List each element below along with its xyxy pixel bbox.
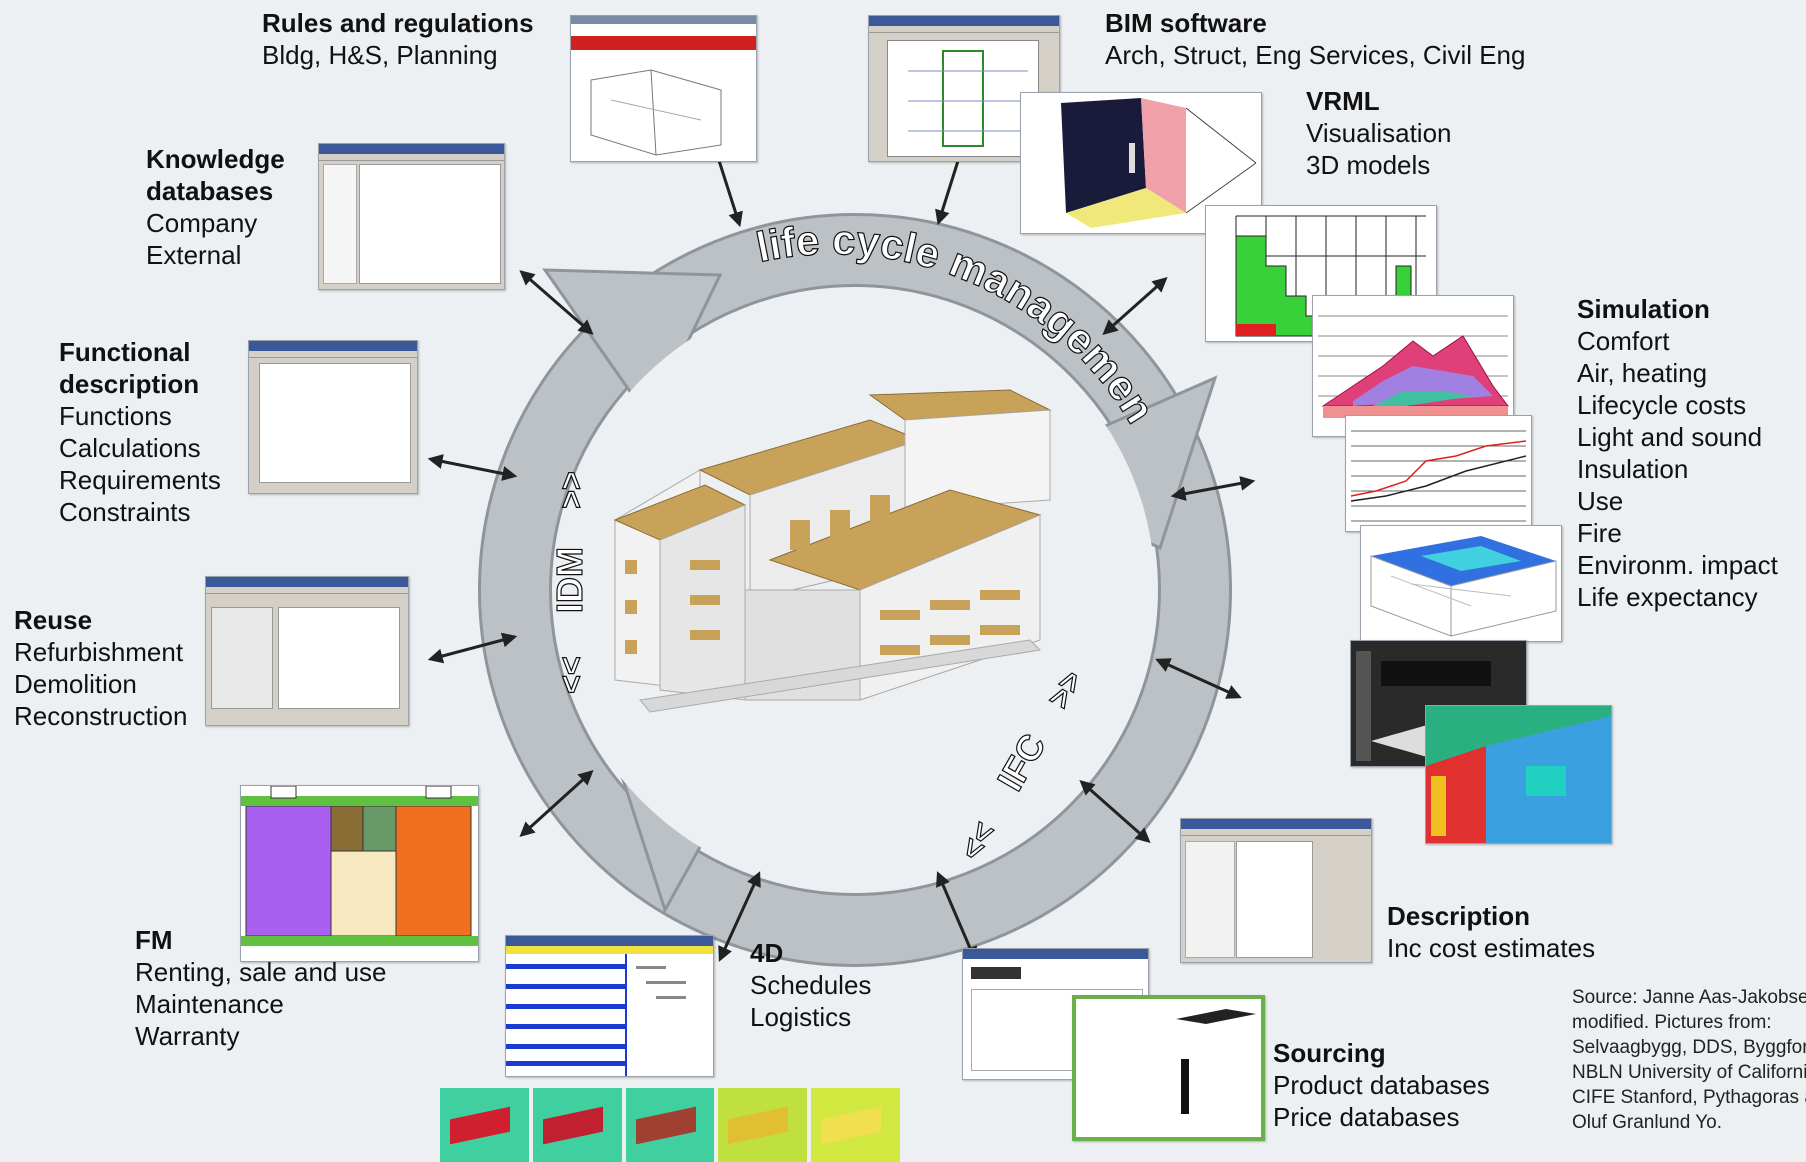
simulation-line-1: Comfort <box>1577 326 1670 356</box>
knowledge-database-screenshot <box>318 143 505 290</box>
functional-label: Functional description Functions Calcula… <box>59 336 221 528</box>
description-label: Description Inc cost estimates <box>1387 900 1595 964</box>
functional-line-2: Calculations <box>59 433 201 463</box>
reuse-line-2: Demolition <box>14 669 137 699</box>
connector-fm <box>519 769 594 838</box>
sourcing-line-1: Product databases <box>1273 1070 1490 1100</box>
simulation-area-chart <box>1312 295 1514 437</box>
connector-description <box>1079 780 1151 843</box>
bim-label: BIM software Arch, Struct, Eng Services,… <box>1105 7 1525 71</box>
connector-knowledge <box>519 270 594 335</box>
functional-title-1: Functional <box>59 337 191 367</box>
simulation-line-6: Use <box>1577 486 1624 516</box>
idm-chevrons-top: >> <box>553 471 589 508</box>
knowledge-line-1: Company <box>146 208 258 238</box>
simulation-line-2: Air, heating <box>1577 358 1708 388</box>
fm-label: FM Renting, sale and use Maintenance War… <box>135 924 387 1052</box>
connector-simulation-mid <box>1170 475 1256 502</box>
knowledge-line-2: External <box>146 240 242 270</box>
functional-line-1: Functions <box>59 401 172 431</box>
vrml-title: VRML <box>1306 86 1380 116</box>
source-note-line-6: Oluf Granlund Yo. <box>1572 1112 1722 1133</box>
connector-sourcing <box>936 871 977 962</box>
fm-line-2: Maintenance <box>135 989 284 1019</box>
fm-title: FM <box>135 925 173 955</box>
rules-line-1: Bldg, H&S, Planning <box>262 40 498 70</box>
simulation-line-4: Light and sound <box>1577 422 1763 452</box>
simulation-3d-flow-image <box>1360 525 1562 642</box>
knowledge-label: Knowledge databases Company External <box>146 143 285 271</box>
bim-line-1: Arch, Struct, Eng Services, Civil Eng <box>1105 40 1526 70</box>
building-model-illustration <box>613 389 1052 713</box>
simulation-line-5: Insulation <box>1577 454 1689 484</box>
vrml-3d-model-image <box>1020 92 1262 234</box>
idm-label: IDM <box>549 547 590 613</box>
source-note: Source: Janne Aas-Jakobsen modified. Pic… <box>1572 985 1806 1135</box>
source-note-line-5: CIFE Stanford, Pythagoras and <box>1572 1087 1806 1108</box>
source-note-line-3: Selvaagbygg, DDS, Byggforsk <box>1572 1037 1806 1058</box>
idm-chevrons-bottom: << <box>553 656 589 693</box>
rules-screenshot <box>570 15 757 162</box>
rules-title: Rules and regulations <box>262 8 534 38</box>
sourcing-line-2: Price databases <box>1273 1102 1460 1132</box>
functional-description-screenshot <box>248 340 418 494</box>
vrml-label: VRML Visualisation 3D models <box>1306 85 1452 181</box>
reuse-screenshot <box>205 576 409 726</box>
fm-line-1: Renting, sale and use <box>135 957 387 987</box>
vrml-line-1: Visualisation <box>1306 118 1452 148</box>
fm-floor-plan <box>240 785 479 962</box>
4d-schedule-screenshot <box>505 935 714 1077</box>
connector-simulation-low <box>1155 658 1242 699</box>
knowledge-title-1: Knowledge <box>146 144 285 174</box>
reuse-label: Reuse Refurbishment Demolition Reconstru… <box>14 604 187 732</box>
reuse-line-3: Reconstruction <box>14 701 188 731</box>
functional-title-2: description <box>59 369 200 399</box>
connector-4d <box>718 871 761 962</box>
simulation-line-chart <box>1345 415 1532 532</box>
source-note-line-1: Source: Janne Aas-Jakobsen <box>1572 987 1806 1008</box>
4d-sequence-renders <box>440 1088 900 1162</box>
4d-line-1: Schedules <box>750 970 872 1000</box>
reuse-line-1: Refurbishment <box>14 637 184 667</box>
4d-title: 4D <box>750 938 784 968</box>
reuse-title: Reuse <box>14 605 93 635</box>
4d-label: 4D Schedules Logistics <box>750 937 871 1033</box>
simulation-line-9: Life expectancy <box>1577 582 1758 612</box>
4d-line-2: Logistics <box>750 1002 852 1032</box>
vrml-line-2: 3D models <box>1306 150 1431 180</box>
description-screenshot <box>1180 818 1372 963</box>
simulation-title: Simulation <box>1577 294 1710 324</box>
description-title: Description <box>1387 901 1531 931</box>
rules-label: Rules and regulations Bldg, H&S, Plannin… <box>262 7 534 71</box>
simulation-line-8: Environm. impact <box>1577 550 1778 580</box>
sourcing-product-image <box>1072 995 1265 1141</box>
source-note-line-2: modified. Pictures from: <box>1572 1012 1772 1033</box>
bim-title: BIM software <box>1105 8 1267 38</box>
connector-simulation-top <box>1102 277 1168 335</box>
simulation-label: Simulation Comfort Air, heating Lifecycl… <box>1577 293 1778 613</box>
source-note-line-4: NBLN University of California, <box>1572 1062 1806 1083</box>
functional-line-3: Requirements <box>59 465 221 495</box>
sourcing-label: Sourcing Product databases Price databas… <box>1273 1037 1490 1133</box>
description-line-1: Inc cost estimates <box>1387 933 1596 963</box>
connector-reuse <box>427 632 518 664</box>
simulation-false-color-render <box>1425 705 1612 844</box>
knowledge-title-2: databases <box>146 176 274 206</box>
sourcing-title: Sourcing <box>1273 1038 1386 1068</box>
simulation-line-3: Lifecycle costs <box>1577 390 1747 420</box>
fm-line-3: Warranty <box>135 1021 240 1051</box>
simulation-line-7: Fire <box>1577 518 1622 548</box>
idm-label-group: >> IDM << <box>548 471 590 695</box>
connector-functional <box>427 454 518 481</box>
functional-line-4: Constraints <box>59 497 191 527</box>
